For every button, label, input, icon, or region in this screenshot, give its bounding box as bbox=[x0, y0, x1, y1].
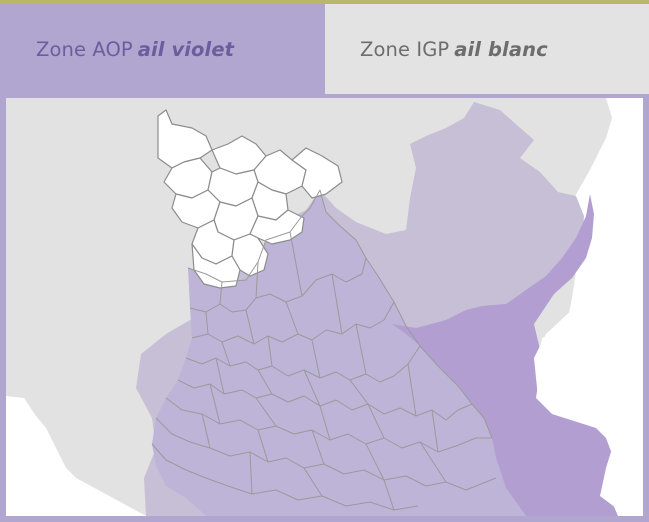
tab-aop-emphasis: ail violet bbox=[137, 37, 235, 61]
white-area-southwest bbox=[6, 396, 146, 516]
tab-igp-emphasis: ail blanc bbox=[454, 37, 548, 61]
tab-aop-prefix: Zone AOP bbox=[36, 37, 133, 61]
commune-n4 bbox=[291, 147, 343, 199]
commune-n13 bbox=[191, 243, 241, 289]
aop-commune-borders bbox=[151, 189, 497, 511]
zone-map bbox=[6, 98, 643, 516]
map-frame bbox=[0, 94, 649, 522]
white-area-east bbox=[534, 128, 643, 516]
tab-igp-prefix: Zone IGP bbox=[360, 37, 450, 61]
region-east-zone bbox=[392, 194, 618, 516]
region-aop-zone-ail-violet bbox=[152, 190, 526, 516]
northern-communes bbox=[157, 109, 343, 289]
